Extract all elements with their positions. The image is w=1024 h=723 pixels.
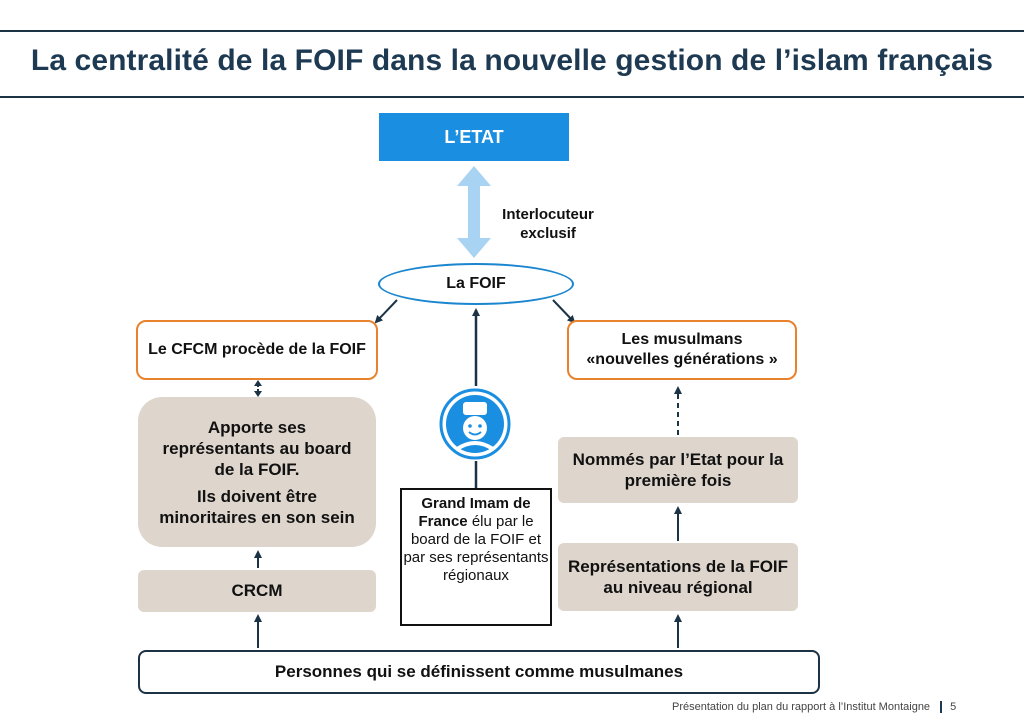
- imam-avatar-icon: [439, 388, 511, 460]
- nommes-label: Nommés par l’Etat pour la première fois: [572, 450, 784, 490]
- nommes-box: Nommés par l’Etat pour la première fois: [558, 437, 798, 503]
- representations-label: Représentations de la FOIF au niveau rég…: [567, 557, 789, 597]
- musulmans-box: Les musulmans «nouvelles générations »: [567, 320, 797, 380]
- imam-rest-text: élu par le board de la FOIF et par ses r…: [403, 513, 549, 584]
- footer-divider: [940, 701, 943, 714]
- musulmans-line1: Les musulmans: [621, 331, 743, 348]
- cfcm-label: Le CFCM procède de la FOIF: [148, 341, 366, 358]
- top-rule: [0, 30, 1024, 32]
- etat-box: L’ETAT: [379, 113, 569, 161]
- footer: Présentation du plan du rapport à l’Inst…: [672, 701, 957, 714]
- imam-bold-text: Grand Imam de France: [418, 495, 531, 530]
- footer-text: Présentation du plan du rapport à l’Inst…: [672, 701, 931, 713]
- grand-imam-box: Grand Imam de France élu par le board de…: [400, 488, 552, 626]
- personnes-box: Personnes qui se définissent comme musul…: [138, 650, 820, 694]
- musulmans-line2: «nouvelles générations »: [586, 351, 778, 368]
- interlocuteur-line2: exclusif: [520, 225, 576, 242]
- crcm-label: CRCM: [231, 581, 283, 600]
- foif-ellipse: La FOIF: [378, 263, 574, 305]
- page-title: La centralité de la FOIF dans la nouvell…: [30, 44, 994, 77]
- personnes-label: Personnes qui se définissent comme musul…: [274, 662, 684, 681]
- foif-label: La FOIF: [446, 275, 506, 292]
- crcm-box: CRCM: [138, 570, 376, 612]
- interlocuteur-line1: Interlocuteur: [502, 206, 594, 223]
- representations-box: Représentations de la FOIF au niveau rég…: [558, 543, 798, 611]
- interlocuteur-label: Interlocuteur exclusif: [493, 205, 603, 243]
- cfcm-box: Le CFCM procède de la FOIF: [136, 320, 378, 380]
- etat-foif-double-arrow: [457, 166, 491, 258]
- arrow-foif-cfcm: [374, 299, 398, 324]
- apporte-box: Apporte ses représentants au board de la…: [138, 397, 376, 547]
- page-number: 5: [950, 701, 957, 713]
- arrow-foif-musulmans: [552, 299, 576, 324]
- apporte-text-2: Ils doivent être minoritaires en son sei…: [159, 486, 355, 527]
- title-underline: [0, 96, 1024, 98]
- apporte-text-1: Apporte ses représentants au board de la…: [162, 417, 352, 479]
- etat-label: L’ETAT: [444, 127, 504, 147]
